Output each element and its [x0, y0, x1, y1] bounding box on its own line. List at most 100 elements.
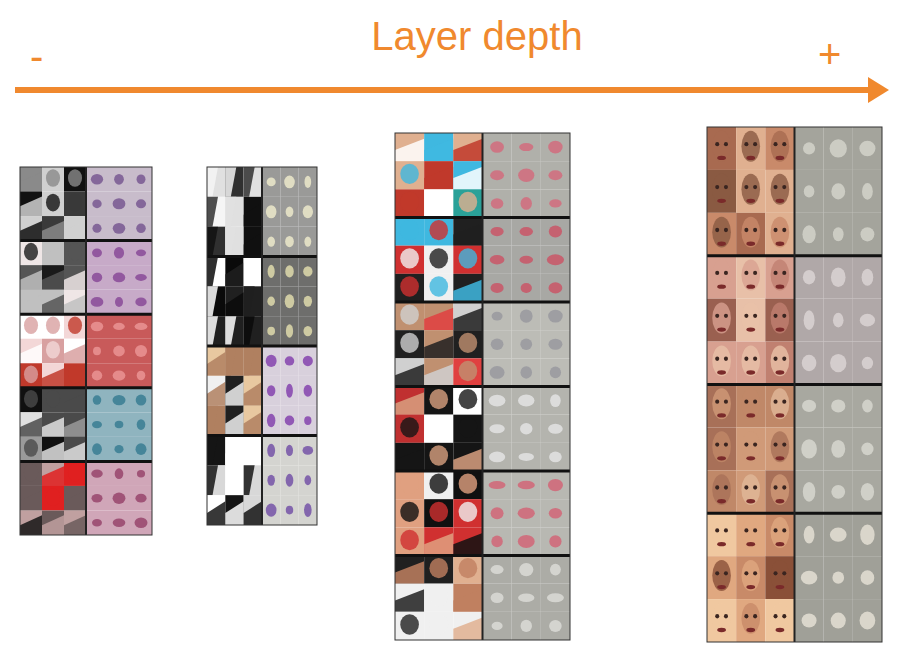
face-eye [744, 485, 748, 489]
face-eye [774, 614, 778, 618]
image-patch [453, 218, 482, 246]
image-patch-detail [741, 388, 760, 419]
image-patch [20, 339, 42, 364]
image-patch [736, 556, 765, 599]
axis-title: Layer depth [371, 14, 582, 58]
deconv-patch [824, 342, 853, 385]
deconv-blob [519, 143, 533, 151]
column-frame [207, 167, 317, 525]
column-frame [395, 133, 570, 640]
deconv-blob [547, 593, 564, 602]
deconv-blob [491, 536, 502, 548]
image-patch-detail [429, 445, 448, 465]
deconv-blob [268, 265, 275, 278]
image-patch [244, 406, 262, 436]
deconv-blob [802, 355, 817, 371]
image-patch-detail [244, 441, 262, 465]
deconv-blob [115, 297, 123, 307]
deconv-patch [483, 527, 512, 555]
deconv-blob [519, 227, 533, 236]
face-eye [753, 614, 757, 618]
deconv-blob [489, 481, 506, 489]
deconv-blob [830, 139, 847, 157]
image-patch [64, 167, 86, 192]
image-patch-detail [207, 227, 218, 257]
image-patch [395, 471, 424, 499]
deconv-patch [541, 527, 570, 555]
deconv-blob [548, 424, 563, 434]
image-patch [707, 127, 736, 170]
deconv-blob [518, 453, 534, 461]
deconv-patch [512, 471, 541, 499]
image-patch [42, 314, 64, 339]
deconv-blob [490, 141, 504, 153]
deconv-blob [550, 564, 561, 576]
deconv-patch [86, 437, 108, 462]
image-patch-detail [741, 303, 760, 334]
deconv-patch [86, 265, 108, 290]
image-patch [453, 471, 482, 499]
deconv-patch [853, 513, 882, 556]
image-patch [395, 302, 424, 330]
deconv-patch [108, 265, 130, 290]
deconv-patch [853, 299, 882, 342]
face-eye [753, 185, 757, 189]
image-patch [42, 192, 64, 217]
image-patch-detail [207, 316, 218, 346]
image-patch [207, 257, 225, 287]
image-patch-detail [424, 364, 453, 387]
deconv-blob [285, 416, 294, 426]
image-patch-detail [207, 406, 218, 436]
image-patch [424, 527, 453, 555]
deconv-blob [490, 170, 504, 180]
image-patch [736, 513, 765, 556]
face-eye [724, 142, 728, 146]
image-patch-detail [244, 382, 262, 406]
deconv-blob [112, 395, 125, 405]
image-patch-detail [459, 248, 478, 268]
deconv-blob [520, 423, 532, 434]
face-eye [724, 571, 728, 575]
image-patch [707, 556, 736, 599]
face-eye [782, 485, 786, 489]
deconv-blob [92, 519, 102, 527]
deconv-patch [86, 290, 108, 315]
image-patch-detail [429, 276, 448, 296]
deconv-patch [262, 167, 280, 197]
deconv-patch [299, 286, 317, 316]
image-patch-detail [400, 220, 419, 240]
image-patch [395, 584, 424, 612]
deconv-blob [286, 474, 294, 487]
image-patch-detail [64, 344, 86, 364]
image-patch [765, 599, 794, 642]
face-eye [753, 314, 757, 318]
image-patch-detail [453, 533, 482, 556]
deconv-blob [113, 272, 125, 282]
deconv-patch [108, 290, 130, 315]
deconv-patch [541, 189, 570, 217]
image-patch [244, 495, 262, 525]
deconv-blob [491, 565, 504, 574]
face-eye [744, 228, 748, 232]
image-patch [736, 299, 765, 342]
image-patch [20, 412, 42, 437]
face-eye [715, 571, 719, 575]
deconv-blob [802, 225, 815, 243]
deconv-blob [861, 570, 875, 585]
deconv-blob [115, 468, 124, 479]
face-eye [782, 528, 786, 532]
image-patch [707, 170, 736, 213]
image-patch-detail [42, 442, 64, 462]
image-patch [225, 227, 243, 257]
face-eye [715, 228, 719, 232]
face-eye [774, 185, 778, 189]
image-patch [453, 161, 482, 189]
image-patch-detail [20, 344, 42, 364]
deconv-patch [512, 387, 541, 415]
deconv-patch [512, 443, 541, 471]
deconv-blob [304, 475, 311, 485]
deconv-blob [521, 620, 532, 632]
image-patch [765, 170, 794, 213]
feature-column [707, 127, 882, 642]
